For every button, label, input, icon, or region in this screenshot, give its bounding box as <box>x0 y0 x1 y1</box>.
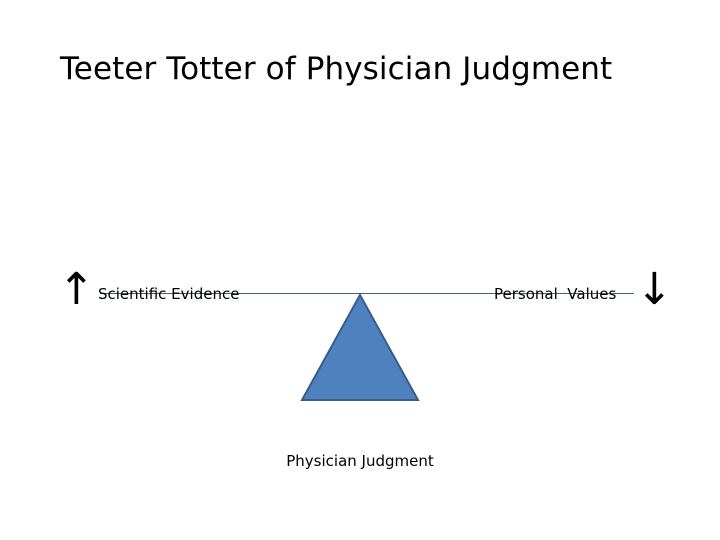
arrow-down-icon: ↓ <box>636 264 673 315</box>
balance-beam <box>100 293 634 294</box>
page-title: Teeter Totter of Physician Judgment <box>60 51 613 87</box>
fulcrum-caption: Physician Judgment <box>286 452 434 470</box>
fulcrum-triangle-shape <box>300 292 420 401</box>
beam-label-right: Personal Values <box>494 285 617 303</box>
fulcrum-triangle <box>297 291 423 406</box>
triangle-polygon <box>300 292 420 401</box>
beam-label-left: Scientific Evidence <box>98 285 240 303</box>
arrow-up-icon: ↑ <box>58 264 95 315</box>
